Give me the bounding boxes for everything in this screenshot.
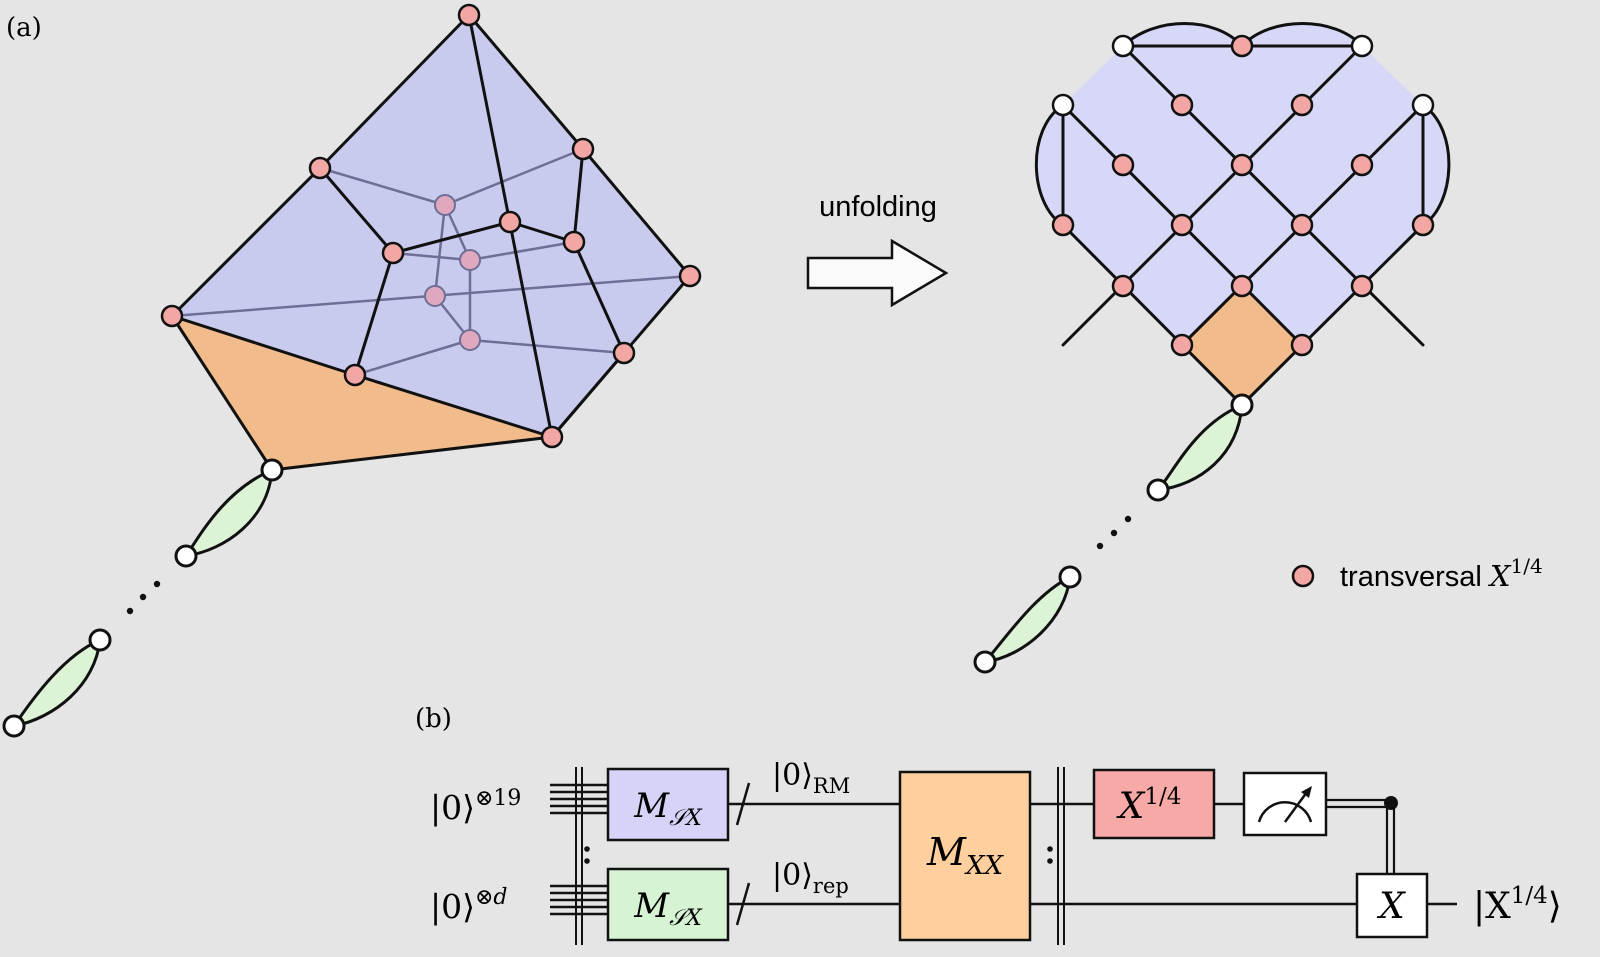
wire-top-label: |0⟩RM [772,758,850,798]
hidden-node [424,285,446,307]
red-node [498,210,522,234]
white-node [973,650,997,674]
gate-x-label: X [1376,886,1406,927]
green-lens [981,574,1072,665]
main-wires [728,802,1457,906]
input-barrier [575,767,583,945]
measurement-gate [1242,771,1328,837]
red-node [571,137,595,161]
red-node [562,230,586,254]
panel-b-label: (b) [415,704,452,734]
red-node [540,425,564,449]
bundle-slashes [735,782,751,926]
white-node [1230,393,1254,417]
gate-mxx [898,770,1032,942]
output-barrier [1057,767,1065,945]
green-lens [1154,402,1244,492]
red-node [678,264,702,288]
red-node [308,156,332,180]
side-arc-face [1034,102,1065,228]
red-node [1290,333,1314,357]
lattice-white-nodes [1051,34,1435,117]
gate-msx-top-label: M𝒮X [633,786,703,831]
unfolding-arrow [806,238,949,308]
white-node [1411,93,1435,117]
wire-bottom-label: |0⟩rep [772,858,849,898]
white-node [88,628,112,652]
gate-x-quarter [1092,768,1216,840]
white-node [1058,565,1082,589]
gate-msx-bottom-label: M𝒮X [633,886,703,931]
gate-msx-bottom [606,867,730,942]
gate-mxx-label: MXX [926,830,1004,881]
red-node [1350,274,1374,298]
white-node [1051,93,1075,117]
ellipsis-dots [1096,515,1132,550]
red-node [1230,274,1254,298]
panel-a-label: (a) [6,13,42,43]
top-arc-face [1119,22,1246,48]
red-node [1230,153,1254,177]
legend: transversal X1/4 [1291,554,1543,593]
white-node [260,458,284,482]
vertical-dots-right [1047,846,1053,864]
red-node [1170,333,1194,357]
red-node [1051,213,1075,237]
red-node [1170,213,1194,237]
circuit: |0⟩⊗19 |0⟩⊗d [430,758,1562,945]
white-node [2,714,26,738]
top-arc-face [1238,22,1366,48]
side-arc-face [1421,102,1451,228]
hidden-node [459,249,481,271]
meter-icon [1257,786,1313,823]
red-node [381,241,405,265]
lattice-red-nodes [1051,34,1435,357]
legend-text: transversal X1/4 [1340,554,1543,593]
red-node [1350,153,1374,177]
folded-blue-faces [172,15,690,437]
white-node [1146,478,1170,502]
red-node [1230,34,1254,58]
folded-code-graph [2,3,702,738]
red-node [160,304,184,328]
red-node [1290,213,1314,237]
red-node [1411,213,1435,237]
red-node [1111,274,1135,298]
input-bottom-label: |0⟩⊗d [430,885,508,926]
red-node [1290,93,1314,117]
input-bundle-bottom [550,884,608,916]
red-node [612,341,636,365]
legend-red-node-icon [1291,564,1315,588]
red-nodes [160,3,702,449]
red-node [1170,93,1194,117]
classical-wire [1326,798,1396,874]
folded-tail [2,458,284,738]
red-node [1111,153,1135,177]
unfolded-code-graph [973,22,1451,674]
white-node [1350,34,1374,58]
gate-x [1355,872,1429,939]
output-state-label: |X1/4⟩ [1473,883,1562,927]
control-dot [1384,796,1398,810]
green-lens [10,637,102,729]
unfolded-tail [973,393,1254,674]
green-lens [182,467,274,559]
hidden-node [459,329,481,351]
unfolding-label: unfolding [819,191,937,223]
gate-x-quarter-label: X1/4 [1116,784,1182,827]
input-top-label: |0⟩⊗19 [430,786,521,827]
hidden-nodes [424,194,481,351]
gate-msx-top [606,767,730,842]
input-bundle-top [550,783,608,815]
red-node [343,363,367,387]
white-node [174,544,198,568]
white-node [1111,34,1135,58]
hidden-node [434,194,456,216]
vertical-dots-left [584,846,590,864]
ellipsis-dots [126,580,161,615]
red-node [457,3,481,27]
